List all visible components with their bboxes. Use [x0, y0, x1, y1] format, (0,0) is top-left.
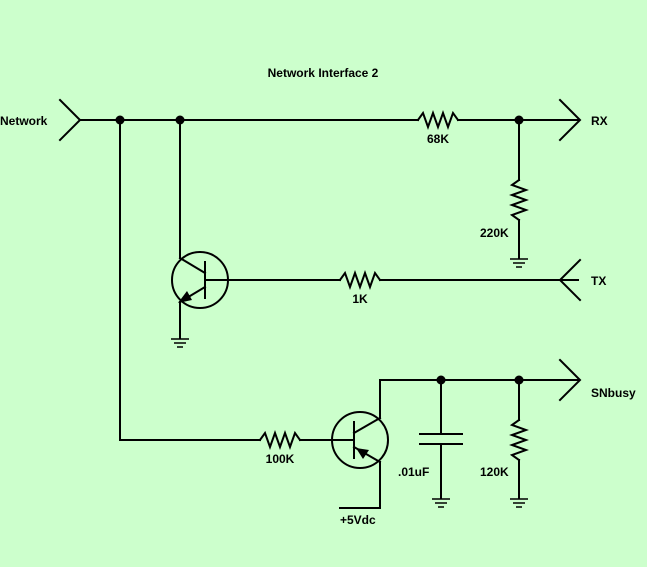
resistor-220k-label: 220K: [480, 226, 509, 240]
network-port-label: Network: [0, 114, 48, 128]
ground-symbol: [171, 338, 189, 348]
resistor-68k: 68K: [416, 110, 460, 146]
rx-port-label: RX: [591, 114, 608, 128]
resistor-100k: 100K: [258, 430, 333, 466]
ground-symbol: [510, 498, 528, 508]
resistor-120k: 120K: [480, 379, 529, 499]
diagram-title: Network Interface 2: [268, 66, 379, 80]
rx-port: RX: [558, 98, 608, 142]
transistor-tx: [171, 119, 229, 339]
tx-port-label: TX: [591, 274, 606, 288]
supply-label: +5Vdc: [340, 513, 376, 527]
resistor-100k-label: 100K: [266, 452, 295, 466]
capacitor-01uf-label: .01uF: [398, 465, 429, 479]
network-port: Network: [0, 98, 82, 142]
ground-symbol: [510, 258, 528, 268]
resistor-220k: 220K: [480, 119, 529, 259]
snbusy-port: SNbusy: [558, 358, 636, 402]
base-drive-wire: [119, 119, 261, 441]
resistor-1k: 1K: [227, 270, 579, 306]
resistor-1k-label: 1K: [352, 292, 368, 306]
resistor-120k-label: 120K: [480, 465, 509, 479]
ground-symbol: [432, 498, 450, 508]
capacitor-01uf: .01uF: [398, 379, 463, 499]
tx-port: TX: [558, 258, 606, 302]
snbusy-port-label: SNbusy: [591, 386, 636, 400]
transistor-snbusy: +5Vdc: [331, 379, 389, 527]
resistor-68k-label: 68K: [427, 132, 449, 146]
